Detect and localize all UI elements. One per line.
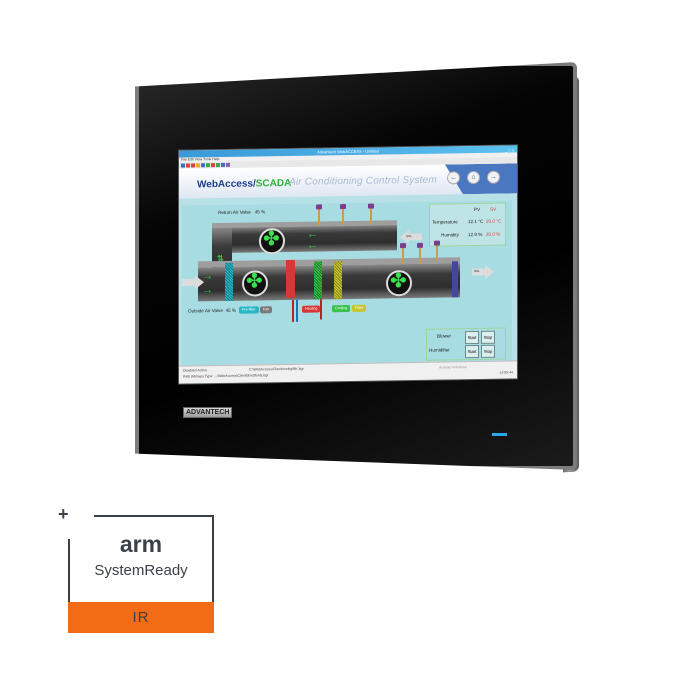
temperature-label: Temperature bbox=[432, 219, 458, 225]
outside-air-value: 45 % bbox=[225, 307, 236, 313]
toolbar-icon[interactable] bbox=[186, 163, 190, 168]
pv-header: PV bbox=[474, 206, 481, 213]
airflow-arrow-icon: → bbox=[202, 270, 213, 283]
sensor-icon bbox=[318, 209, 320, 226]
hvac-diagram: Return Air Valve 45 % PV SV Temperature … bbox=[182, 200, 512, 366]
tag-filter[interactable]: Filter bbox=[352, 304, 366, 312]
logo-text: WebAccess/ bbox=[197, 178, 256, 191]
tag-fan[interactable]: Fan bbox=[260, 306, 273, 314]
airflow-arrow-icon: ← bbox=[307, 239, 318, 252]
damper-icon bbox=[452, 261, 458, 298]
logo-accent: SCADA bbox=[255, 177, 292, 190]
hot-pipe bbox=[292, 299, 294, 322]
status-path: Path Bitmaps Type: ...\WebAccess\Client\… bbox=[183, 373, 269, 379]
temperature-sv: 25.0 °C bbox=[486, 218, 502, 224]
arrow-left-icon: ← bbox=[450, 174, 457, 182]
window-title: Advantech WebACCESS - Untitled bbox=[317, 148, 379, 155]
airflow-arrow-icon: → bbox=[202, 284, 213, 297]
toolbar-icon[interactable] bbox=[191, 163, 195, 168]
outlet-label: SUL bbox=[474, 268, 480, 274]
equipment-controls: Blower Start Stop Humidifier Start Stop bbox=[426, 327, 506, 361]
plus-icon: + bbox=[58, 504, 69, 524]
cooling-coil-icon bbox=[314, 261, 322, 300]
status-mode: Disabled Active bbox=[183, 368, 207, 373]
toolbar-icon[interactable] bbox=[181, 163, 185, 168]
humidity-sv: 35.0 % bbox=[486, 231, 501, 237]
webaccess-logo: WebAccess/SCADA bbox=[197, 178, 291, 190]
tag-heating[interactable]: Heating bbox=[302, 305, 321, 313]
sensor-icon bbox=[402, 248, 404, 265]
system-title: Air Conditioning Control System bbox=[289, 174, 437, 188]
humidity-pv: 12.9 % bbox=[468, 231, 483, 238]
readings-panel: PV SV Temperature 12.1 °C 25.0 °C Humidi… bbox=[429, 202, 506, 247]
blower-stop-button[interactable]: Stop bbox=[481, 330, 495, 344]
humidifier-start-button[interactable]: Start bbox=[465, 344, 479, 359]
return-air-label: Return Air Valve 45 % bbox=[218, 209, 266, 216]
return-pipe bbox=[296, 299, 298, 322]
toolbar-icon[interactable] bbox=[201, 163, 205, 168]
toolbar-icon[interactable] bbox=[221, 162, 225, 167]
humidity-label: Humidity bbox=[441, 232, 459, 238]
humidifier-stop-button[interactable]: Stop bbox=[481, 344, 495, 358]
arm-logo-text: arm bbox=[119, 531, 163, 557]
filter-icon bbox=[334, 261, 342, 300]
sv-header: SV bbox=[490, 206, 497, 212]
toolbar-icon[interactable] bbox=[206, 163, 210, 168]
temperature-pv: 12.1 °C bbox=[468, 218, 484, 225]
toolbar-icon[interactable] bbox=[216, 163, 220, 168]
sensor-icon bbox=[419, 247, 421, 264]
heating-coil-icon bbox=[286, 259, 295, 298]
sensor-icon bbox=[436, 245, 438, 262]
return-air-value: 45 % bbox=[254, 209, 266, 215]
chilled-pipe bbox=[320, 299, 322, 320]
systemready-text: SystemReady bbox=[94, 562, 188, 579]
badge-frame bbox=[68, 539, 70, 633]
inlet-label: SUL bbox=[406, 233, 412, 239]
power-led bbox=[492, 433, 507, 436]
tag-cooling[interactable]: Cooling bbox=[332, 304, 351, 313]
arm-systemready-badge: + arm SystemReady IR bbox=[58, 505, 214, 633]
sensor-icon bbox=[370, 208, 372, 225]
status-file: C:\WebAccess\Client\config\BK.bgr bbox=[249, 366, 304, 372]
blower-start-button[interactable]: Start bbox=[465, 330, 479, 345]
touch-screen[interactable]: Advantech WebACCESS - Untitled _ □ x Fil… bbox=[179, 145, 517, 384]
home-icon: ⌂ bbox=[471, 173, 476, 182]
badge-frame bbox=[94, 515, 214, 517]
tier-label: IR bbox=[68, 602, 214, 633]
arrow-right-icon: → bbox=[490, 173, 497, 181]
panel-pc: Advantech WebACCESS - Untitled _ □ x Fil… bbox=[135, 62, 579, 473]
toolbar-icon[interactable] bbox=[211, 163, 215, 168]
activation-watermark: Activate Windows bbox=[439, 365, 467, 370]
status-time: 14:05:44 bbox=[499, 370, 513, 375]
advantech-logo: ADVANTECH bbox=[183, 407, 233, 418]
return-duct bbox=[212, 224, 397, 254]
pre-filter-icon bbox=[225, 262, 233, 301]
badge-frame bbox=[212, 515, 214, 633]
toolbar-icon[interactable] bbox=[196, 163, 200, 168]
window-controls[interactable]: _ □ x bbox=[505, 147, 514, 153]
outside-air-label: Outside Air Valve 45 % bbox=[188, 307, 236, 314]
sensor-icon bbox=[342, 209, 344, 226]
supply-duct bbox=[198, 263, 460, 302]
humidifier-label: Humidifier bbox=[429, 347, 450, 353]
tag-pre-filter[interactable]: Pre-filter bbox=[239, 306, 259, 314]
hmi-header: WebAccess/SCADA Air Conditioning Control… bbox=[179, 163, 517, 199]
toolbar-icon[interactable] bbox=[226, 162, 230, 167]
blower-label: Blower bbox=[437, 333, 452, 339]
